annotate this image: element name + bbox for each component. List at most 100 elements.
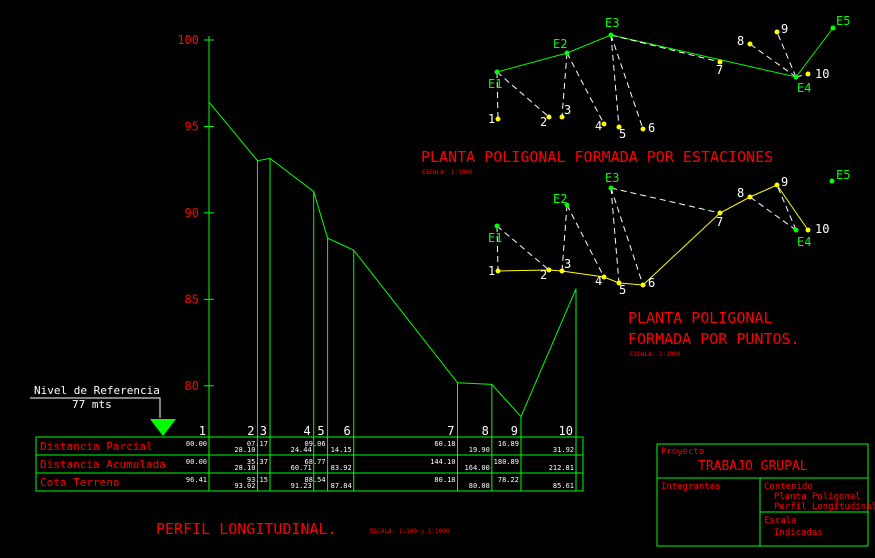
table-frame: [35, 436, 584, 492]
accumulated-value-7: 144.10: [430, 458, 455, 466]
svg-text:8: 8: [737, 34, 744, 48]
partial-value-3: 07.17: [247, 440, 268, 448]
plan2-station-markers: [494, 178, 835, 233]
station-label-5: 5: [317, 424, 324, 438]
plan1-point-markers: [495, 29, 811, 132]
station-label-7: 7: [447, 424, 454, 438]
profile-terrain-line: [208, 101, 577, 418]
table-values: 00.00 00.00 96.41 28.10 28.10 93.02 07.17 35.37…: [186, 440, 574, 490]
svg-text:6: 6: [648, 121, 655, 135]
title-block-frame: [656, 443, 869, 547]
plan-by-points: E1 E2 E3 E4 E5 1 2 3 4 5 6 7 8 9 10 PLAN…: [488, 168, 850, 358]
svg-text:6: 6: [648, 276, 655, 290]
svg-text:5: 5: [619, 283, 626, 297]
elevation-value-4: 91.23: [291, 482, 312, 490]
elevation-value-8: 80.08: [469, 482, 490, 490]
accumulated-value-2: 28.10: [234, 464, 255, 472]
plan1-scale: ESCALA: 1:1000: [422, 169, 473, 176]
scale-value: Indicadas: [774, 528, 823, 538]
elevation-value-1: 96.41: [186, 476, 207, 484]
svg-text:E3: E3: [605, 171, 619, 185]
row-label-partial: Distancia Parcial: [40, 440, 153, 453]
svg-text:9: 9: [781, 175, 788, 189]
profile-title: PERFIL LONGITUDINAL.: [156, 520, 337, 538]
svg-text:3: 3: [564, 103, 571, 117]
station-label-2: 2: [247, 424, 254, 438]
elevation-value-6: 87.84: [331, 482, 352, 490]
partial-value-7: 60.18: [434, 440, 455, 448]
plan2-point-markers: [495, 182, 811, 288]
svg-text:E1: E1: [488, 77, 502, 91]
reference-level-value: 77 mts: [72, 398, 112, 411]
row-label-elevation: Cota Terreno: [40, 476, 119, 489]
y-tick-label-2: 90: [185, 206, 199, 220]
svg-text:2: 2: [540, 115, 547, 129]
svg-text:3: 3: [564, 257, 571, 271]
svg-text:9: 9: [781, 22, 788, 36]
svg-text:10: 10: [815, 222, 829, 236]
station-label-6: 6: [343, 424, 350, 438]
plan2-radiation-lines: [496, 184, 797, 286]
y-tick-label-1: 95: [185, 119, 199, 133]
reference-level-label: Nivel de Referencia: [34, 384, 160, 397]
members-label: Integrantes: [661, 482, 721, 492]
plan1-station-markers: [494, 25, 836, 80]
svg-text:E4: E4: [797, 235, 811, 249]
svg-text:1: 1: [488, 112, 495, 126]
profile-data-table: Distancia Parcial Distancia Acumulada Co…: [35, 436, 584, 492]
y-tick-label-0: 100: [177, 33, 199, 47]
scale-label: Escala: [764, 516, 797, 526]
profile-scale: ESCALA: 1:100 ; 1:1000: [370, 528, 450, 535]
project-label: Proyecto: [661, 447, 704, 457]
partial-value-9: 16.89: [498, 440, 519, 448]
partial-value-4: 24.44: [291, 446, 312, 454]
svg-text:1: 1: [488, 264, 495, 278]
accumulated-value-9: 180.89: [494, 458, 519, 466]
accumulated-value-4: 60.71: [291, 464, 312, 472]
plan2-scale: ESCALA: 1:1000: [630, 351, 681, 358]
elevation-value-7: 80.18: [434, 476, 455, 484]
accumulated-value-1: 00.00: [186, 458, 207, 466]
svg-text:4: 4: [595, 274, 602, 288]
elevation-value-10: 85.61: [553, 482, 574, 490]
plan1-point-labels: 1 2 3 4 5 6 7 8 9 10: [488, 22, 829, 141]
accumulated-value-8: 164.00: [465, 464, 490, 472]
contents-line1: Planta Poligonal: [774, 492, 861, 502]
partial-value-8: 19.90: [469, 446, 490, 454]
contents-label: Contenido: [764, 482, 813, 492]
svg-text:E5: E5: [836, 14, 850, 28]
project-value: TRABAJO GRUPAL: [698, 459, 808, 474]
svg-text:7: 7: [716, 215, 723, 229]
svg-text:E2: E2: [553, 37, 567, 51]
station-label-8: 8: [482, 424, 489, 438]
svg-text:E1: E1: [488, 231, 502, 245]
station-label-4: 4: [303, 424, 310, 438]
y-tick-label-4: 80: [185, 379, 199, 393]
station-label-10: 10: [559, 424, 573, 438]
svg-text:10: 10: [815, 67, 829, 81]
svg-text:E4: E4: [797, 81, 811, 95]
accumulated-value-10: 212.81: [549, 464, 574, 472]
accumulated-value-3: 35.37: [247, 458, 268, 466]
contents-line2: Perfil Longitudinal: [774, 502, 875, 512]
elevation-value-9: 78.22: [498, 476, 519, 484]
accumulated-value-6: 83.92: [331, 464, 352, 472]
svg-text:4: 4: [595, 119, 602, 133]
svg-text:2: 2: [540, 268, 547, 282]
elevation-value-2: 93.02: [234, 482, 255, 490]
svg-text:5: 5: [619, 127, 626, 141]
station-label-1: 1: [199, 424, 206, 438]
partial-value-5: 09.06: [305, 440, 326, 448]
station-label-9: 9: [511, 424, 518, 438]
partial-value-10: 31.92: [553, 446, 574, 454]
partial-value-1: 00.00: [186, 440, 207, 448]
plan1-title: PLANTA POLIGONAL FORMADA POR ESTACIONES: [421, 148, 773, 166]
partial-value-2: 28.10: [234, 446, 255, 454]
accumulated-value-5: 68.77: [305, 458, 326, 466]
plan-by-stations: E1 E2 E3 E4 E5 1 2 3 4 5 6 7 8 9 10 PLAN…: [421, 14, 850, 176]
